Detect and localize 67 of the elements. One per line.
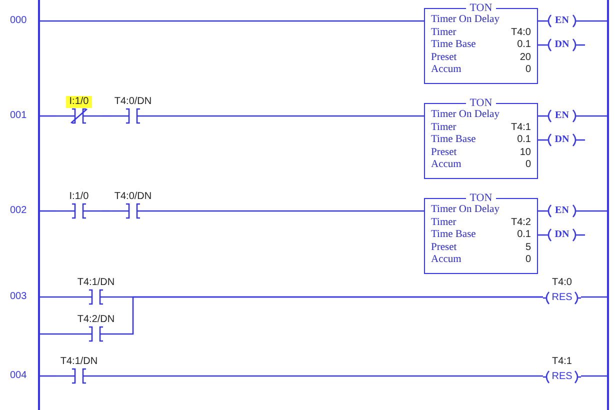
parameter-label: Accum <box>431 64 462 76</box>
timer-block <box>424 193 538 274</box>
address-label: T4:2/DN <box>76 314 116 326</box>
block-subtitle: Timer On Delay <box>431 204 500 216</box>
address-label: T4:0 <box>552 277 572 289</box>
parameter-value: 0.1 <box>517 39 531 52</box>
rung-wire <box>40 375 56 377</box>
rung-wire <box>579 210 607 212</box>
parameter-value: T4:2 <box>510 216 531 229</box>
rung-wire <box>40 115 56 117</box>
rung-wire <box>102 375 543 377</box>
rung-number: 004 <box>10 370 27 382</box>
rung-wire <box>156 210 424 212</box>
parameter-label: Time Base <box>431 134 476 146</box>
address-label: I:1/0 <box>66 96 92 108</box>
block-title: TON <box>468 3 494 14</box>
rung-wire <box>40 296 73 298</box>
rung-wire <box>579 44 585 46</box>
rung-wire <box>579 139 585 141</box>
rung-wire <box>102 115 110 117</box>
timer-block <box>424 3 538 84</box>
address-label: T4:1/DN <box>59 356 99 368</box>
timer-block <box>424 98 538 179</box>
parameter-label: Accum <box>431 159 462 172</box>
rung-wire <box>579 115 607 117</box>
block-subtitle: Timer On Delay <box>431 109 500 122</box>
parameter-label: Preset <box>431 242 457 254</box>
parameter-value: 0 <box>525 64 531 76</box>
rung-wire <box>579 20 607 22</box>
parameter-label: Timer <box>431 26 456 39</box>
parameter-label: Time Base <box>431 39 476 52</box>
rung-wire <box>581 296 607 298</box>
block-subtitle: Timer On Delay <box>431 14 500 26</box>
rung-wire <box>40 333 73 335</box>
parameter-label: Time Base <box>431 229 476 242</box>
address-label: T4:0/DN <box>113 96 153 108</box>
rung-wire <box>581 375 607 377</box>
rung-number: 002 <box>10 205 27 217</box>
parameter-value: 0.1 <box>517 229 531 242</box>
parameter-value: 10 <box>520 146 531 159</box>
address-label: T4:1/DN <box>76 277 116 289</box>
parameter-value: 0 <box>525 254 531 266</box>
block-title: TON <box>468 98 494 109</box>
parameter-label: Accum <box>431 254 462 266</box>
address-label: T4:0/DN <box>113 191 153 203</box>
parameter-value: T4:1 <box>510 122 531 134</box>
rung-wire <box>579 234 585 236</box>
parameter-label: Timer <box>431 122 456 134</box>
parameter-value: 5 <box>525 242 531 254</box>
parameter-label: Preset <box>431 146 457 159</box>
block-title: TON <box>468 193 494 204</box>
parameter-value: 0.1 <box>517 134 531 146</box>
rung-number: 003 <box>10 291 27 303</box>
parameter-value: 20 <box>520 52 531 64</box>
rung-number: 000 <box>10 15 27 27</box>
parameter-label: Timer <box>431 216 456 229</box>
rung-wire <box>40 20 424 22</box>
parameter-label: Preset <box>431 52 457 64</box>
parameter-value: T4:0 <box>510 26 531 39</box>
rung-wire <box>156 115 424 117</box>
parameter-value: 0 <box>525 159 531 172</box>
rung-wire <box>119 296 543 335</box>
address-label: T4:1 <box>552 356 572 368</box>
rung-number: 001 <box>10 110 27 122</box>
rung-wire <box>40 210 56 212</box>
rung-wire <box>102 210 110 212</box>
address-label: I:1/0 <box>68 191 90 203</box>
